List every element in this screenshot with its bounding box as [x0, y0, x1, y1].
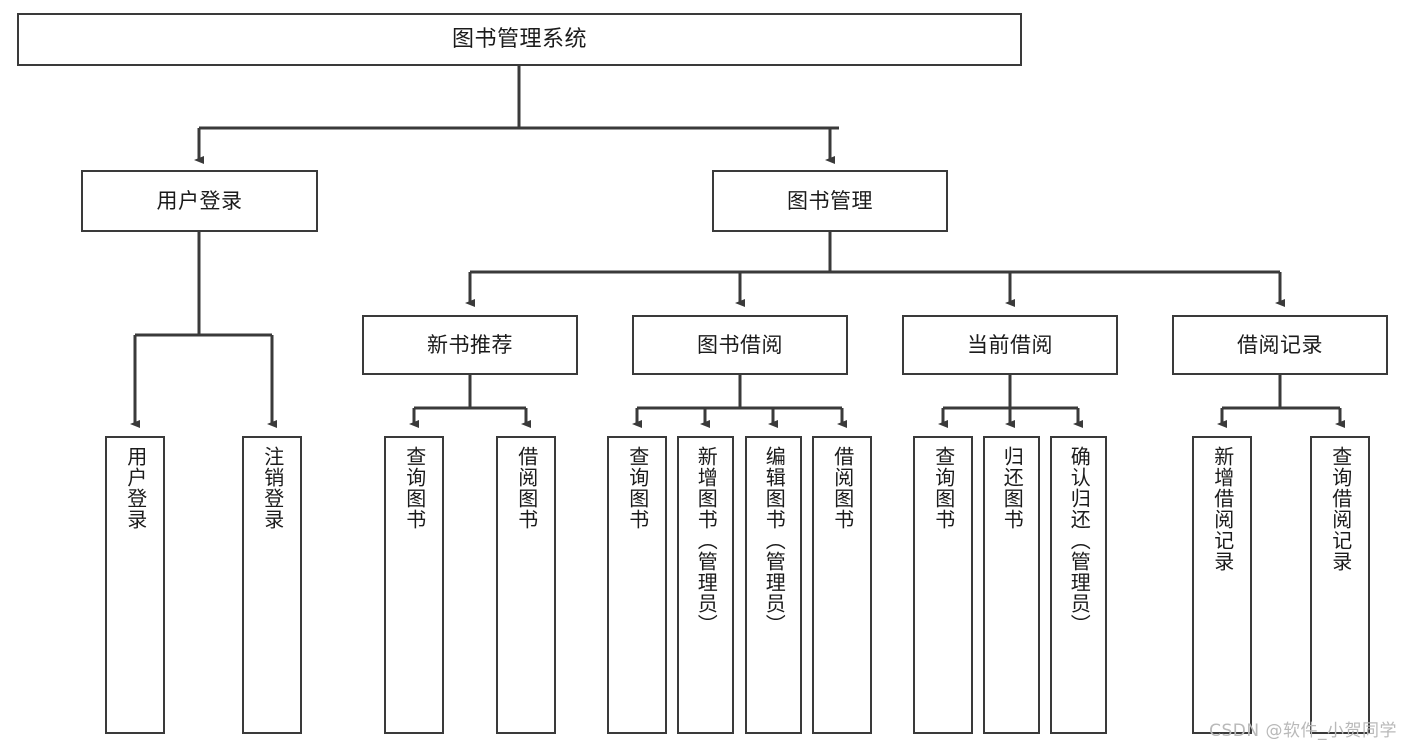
leaf-current-return-book[interactable]: 归还图书: [983, 436, 1040, 734]
leaf-borrow-add-book-admin[interactable]: 新增图书（管理员）: [677, 436, 734, 734]
node-current-borrow[interactable]: 当前借阅: [902, 315, 1118, 375]
leaf-borrow-query-book[interactable]: 查询图书: [607, 436, 667, 734]
node-label: 用户登录: [156, 188, 243, 213]
watermark: CSDN @软件_小贺同学: [1209, 721, 1397, 741]
leaf-borrow-edit-book-admin[interactable]: 编辑图书（管理员）: [745, 436, 802, 734]
node-label: 用户登录: [123, 446, 148, 530]
leaf-current-confirm-return-admin[interactable]: 确认归还（管理员）: [1050, 436, 1107, 734]
leaf-new-book-borrow[interactable]: 借阅图书: [496, 436, 556, 734]
node-root-system[interactable]: 图书管理系统: [17, 13, 1022, 66]
node-label: 查询图书: [402, 446, 427, 530]
node-label: 查询图书: [625, 446, 650, 530]
node-label: 查询图书: [931, 446, 956, 530]
leaf-borrow-borrow-book[interactable]: 借阅图书: [812, 436, 872, 734]
node-label: 图书借阅: [697, 332, 783, 357]
node-label: 新增图书（管理员）: [694, 446, 719, 635]
leaf-record-query-record[interactable]: 查询借阅记录: [1310, 436, 1370, 734]
node-label: 新增借阅记录: [1210, 446, 1235, 572]
node-borrow-record[interactable]: 借阅记录: [1172, 315, 1388, 375]
node-user-login[interactable]: 用户登录: [81, 170, 318, 232]
node-book-management[interactable]: 图书管理: [712, 170, 948, 232]
node-label: 借阅图书: [514, 446, 539, 530]
leaf-user-login-login[interactable]: 用户登录: [105, 436, 165, 734]
node-label: 确认归还（管理员）: [1067, 446, 1092, 635]
node-label: 借阅图书: [830, 446, 855, 530]
node-book-borrow[interactable]: 图书借阅: [632, 315, 848, 375]
leaf-user-login-logout[interactable]: 注销登录: [242, 436, 302, 734]
leaf-record-add-record[interactable]: 新增借阅记录: [1192, 436, 1252, 734]
node-label: 归还图书: [1000, 446, 1025, 530]
node-label: 当前借阅: [967, 332, 1053, 357]
leaf-new-book-query[interactable]: 查询图书: [384, 436, 444, 734]
node-new-book-recommend[interactable]: 新书推荐: [362, 315, 578, 375]
node-label: 注销登录: [260, 446, 285, 530]
node-label: 借阅记录: [1237, 332, 1323, 357]
node-label: 图书管理: [787, 188, 873, 213]
node-label: 编辑图书（管理员）: [762, 446, 787, 635]
leaf-current-query-book[interactable]: 查询图书: [913, 436, 973, 734]
node-label: 查询借阅记录: [1328, 446, 1353, 572]
node-label: 新书推荐: [427, 332, 513, 357]
node-label: 图书管理系统: [451, 26, 587, 52]
